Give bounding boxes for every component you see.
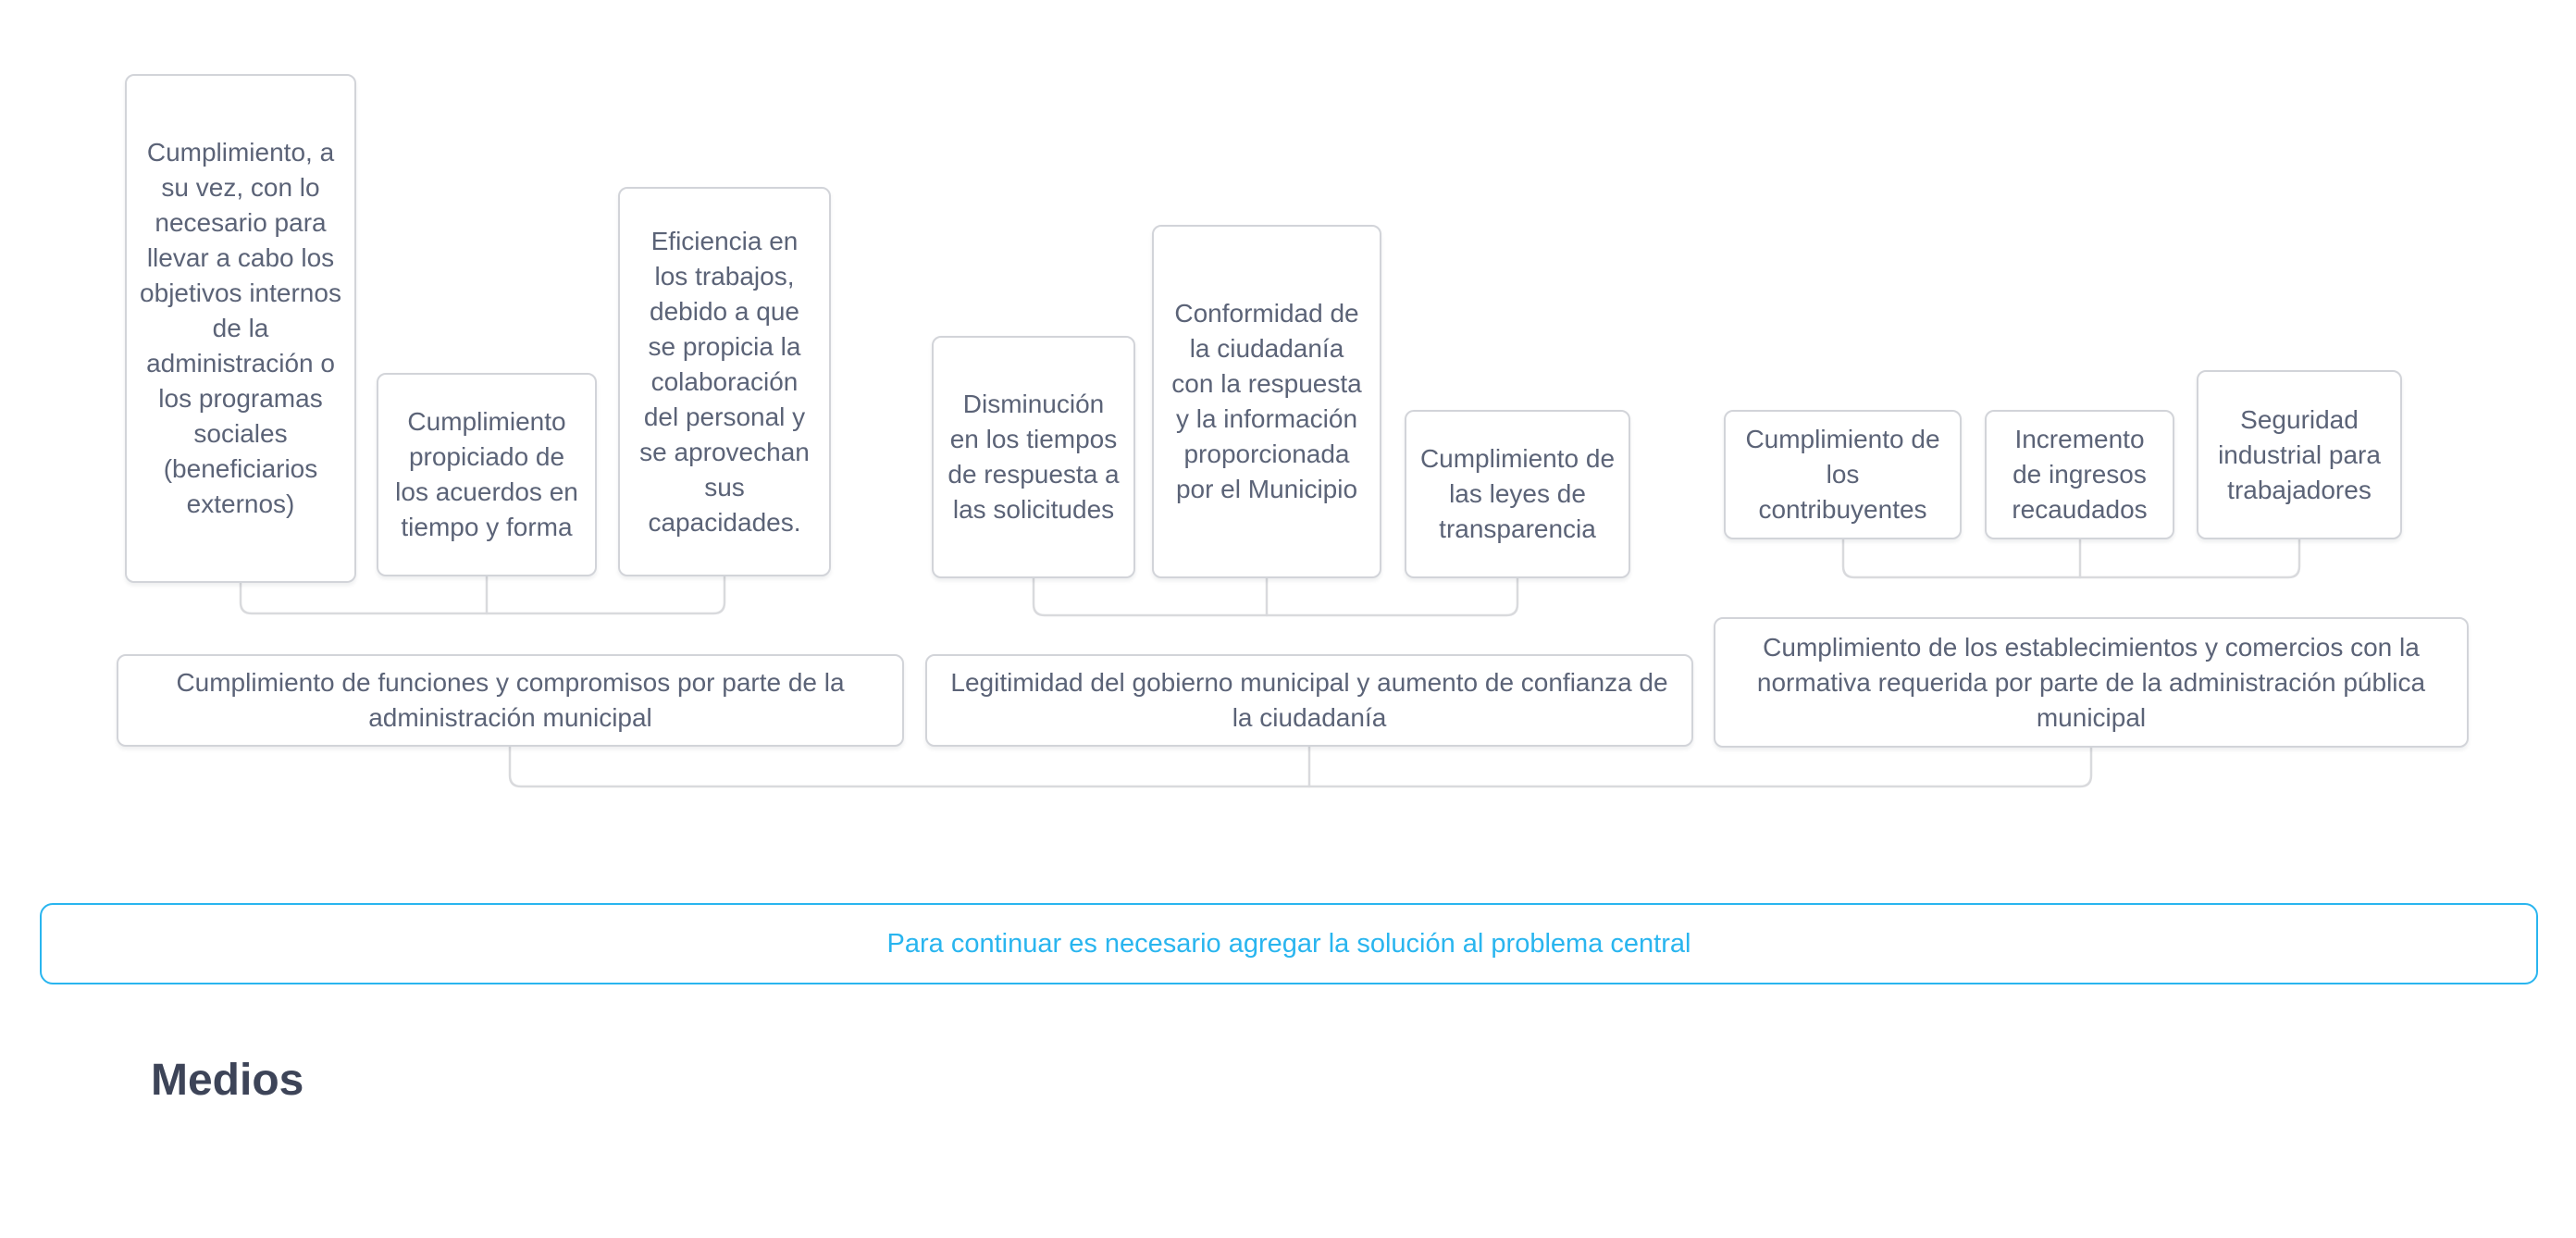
connector-group3-bracket (1841, 538, 2301, 579)
tree-node-effect-3-2[interactable]: Incremento de ingresos recaudados (1985, 410, 2174, 539)
tree-node-effect-3-1[interactable]: Cumplimiento de los contribuyentes (1724, 410, 1962, 539)
connector-group2-bracket (1032, 576, 1519, 617)
continue-requirement-notice: Para continuar es necesario agregar la s… (40, 903, 2538, 984)
tree-node-parent-2[interactable]: Legitimidad del gobierno municipal y aum… (925, 654, 1693, 747)
tree-node-effect-2-1[interactable]: Disminución en los tiempos de respuesta … (932, 336, 1135, 578)
tree-node-effect-2-2[interactable]: Conformidad de la ciudadanía con la resp… (1152, 225, 1381, 578)
tree-node-effect-1-3[interactable]: Eficiencia en los trabajos, debido a que… (618, 187, 831, 576)
tree-node-effect-2-3[interactable]: Cumplimiento de las leyes de transparenc… (1405, 410, 1630, 578)
tree-node-effect-1-2[interactable]: Cumplimiento propiciado de los acuerdos … (377, 373, 597, 576)
connector-root-bracket (508, 745, 2093, 788)
tree-node-effect-1-1[interactable]: Cumplimiento, a su vez, con lo necesario… (125, 74, 356, 583)
medios-section-heading: Medios (151, 1056, 304, 1105)
tree-node-parent-1[interactable]: Cumplimiento de funciones y compromisos … (117, 654, 904, 747)
tree-node-effect-3-3[interactable]: Seguridad industrial para trabajadores (2197, 370, 2402, 539)
continue-requirement-notice-text: Para continuar es necesario agregar la s… (886, 928, 1691, 959)
tree-node-parent-3[interactable]: Cumplimiento de los establecimientos y c… (1714, 617, 2469, 748)
